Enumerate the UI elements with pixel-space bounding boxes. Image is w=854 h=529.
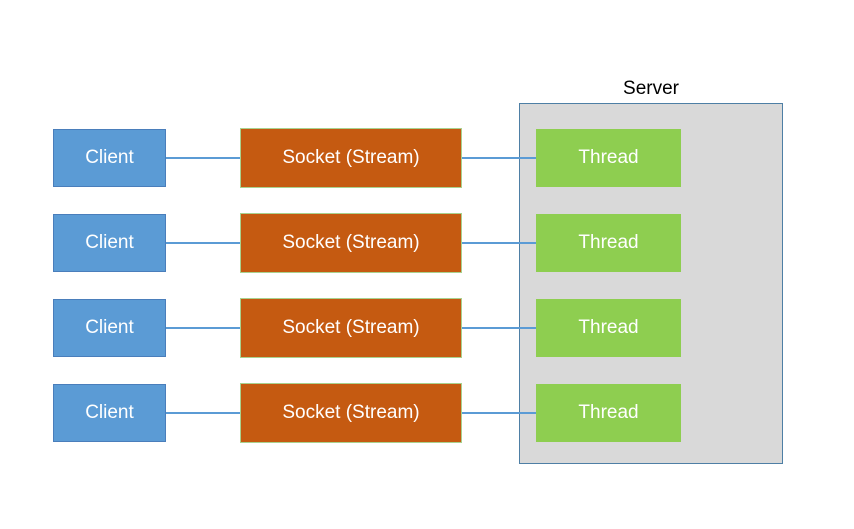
socket-box: Socket (Stream) xyxy=(240,383,462,443)
connector-client-socket xyxy=(166,242,240,244)
connector-client-socket xyxy=(166,412,240,414)
connector-socket-thread xyxy=(462,327,536,329)
socket-box: Socket (Stream) xyxy=(240,298,462,358)
thread-box: Thread xyxy=(536,299,681,357)
socket-box: Socket (Stream) xyxy=(240,128,462,188)
client-box: Client xyxy=(53,299,166,357)
connector-socket-thread xyxy=(462,412,536,414)
thread-box: Thread xyxy=(536,384,681,442)
client-box: Client xyxy=(53,214,166,272)
client-box: Client xyxy=(53,384,166,442)
client-box: Client xyxy=(53,129,166,187)
connector-client-socket xyxy=(166,327,240,329)
connector-socket-thread xyxy=(462,242,536,244)
socket-box: Socket (Stream) xyxy=(240,213,462,273)
server-label: Server xyxy=(623,78,679,99)
connector-socket-thread xyxy=(462,157,536,159)
connector-client-socket xyxy=(166,157,240,159)
thread-box: Thread xyxy=(536,129,681,187)
thread-box: Thread xyxy=(536,214,681,272)
